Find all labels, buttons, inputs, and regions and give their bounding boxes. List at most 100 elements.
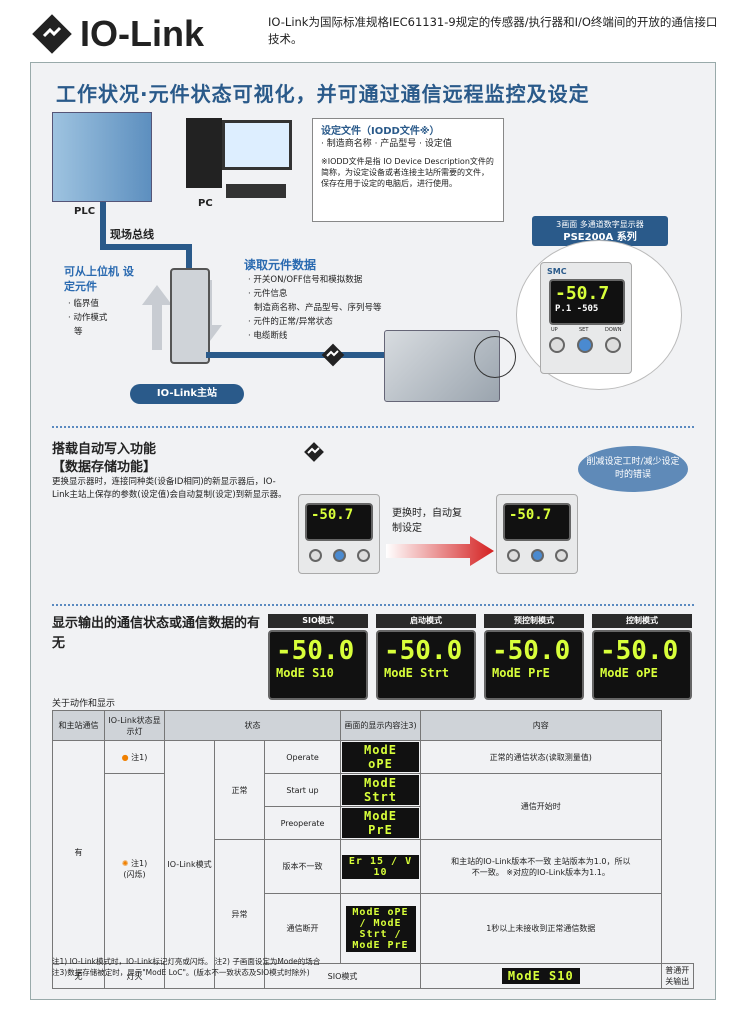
mode-lcd-startup-main: -50.0 (384, 636, 463, 666)
mode-lcd-sio-sub: ModE S10 (276, 666, 334, 680)
new-set-button (531, 549, 544, 562)
brand-name: IO-Link (80, 13, 204, 54)
mode-head-sio: SIO模式 (268, 614, 368, 628)
mode-lcd-operate: -50.0 ModE oPE (592, 630, 692, 700)
mode-lcd-startup: -50.0 ModE Strt (376, 630, 476, 700)
cell-content-startup: 通信开始时 (420, 773, 662, 840)
fieldbus-line-v2 (186, 244, 192, 270)
cell-content-version: 和主站的IO-Link版本不一致 主站版本为1.0，所以不一致。 ※对应的IO-… (420, 839, 662, 894)
fieldbus-label: 现场总线 (110, 228, 154, 241)
mode-head-operate: 控制模式 (592, 614, 692, 628)
cell-normal: 正常 (214, 740, 265, 840)
io-link-logo: IO-Link (30, 12, 204, 56)
btn-up-label: UP (551, 327, 558, 333)
cell-light-off: 灯灭 (104, 963, 165, 989)
iodd-items: · 制造商名称 · 产品型号 · 设定值 (321, 139, 452, 149)
iodd-title: 设定文件（IODD文件※） (321, 126, 440, 137)
product-device: SMC -50.7 P.1 -505 UP SET DOWN (540, 262, 632, 374)
product-lcd-sub: P.1 -505 (555, 304, 599, 314)
iodd-note: ※IODD文件是指 IO Device Description文件的简称，为设定… (321, 157, 494, 188)
cell-content-disconnect: 1秒以上未接收到正常通信数据 (420, 893, 662, 964)
cell-io-mode: IO-Link模式 (164, 740, 215, 989)
cell-disp-startup: ModE Strt (340, 773, 421, 807)
pc-label: PC (198, 198, 213, 209)
cell-state-preoperate: Preoperate (264, 806, 341, 840)
smc-logo: SMC (547, 267, 567, 276)
io-link-cable-icon (320, 342, 346, 372)
page-headline: 工作状况·元件状态可视化，并可通过通信远程监控及设定 (56, 82, 590, 106)
status-table: 和主站通信 IO-Link状态显示灯 状态 画面的显示内容注3) 内容 有 ● … (52, 710, 695, 989)
read-item-4: · 元件的正常/异常状态 (248, 317, 333, 327)
btn-set-label: SET (579, 327, 589, 333)
master-label: IO-Link主站 (156, 388, 218, 399)
auto-write-arrow-label: 更换时，自动复制设定 (392, 508, 462, 534)
cell-abnormal: 异常 (214, 839, 265, 989)
read-block-title: 读取元件数据 (244, 258, 317, 272)
old-display-lcd: -50.7 (305, 503, 373, 541)
old-set-button (333, 549, 346, 562)
plc-image (52, 112, 152, 202)
new-up-button (507, 549, 520, 562)
new-display-lcd: -50.7 (503, 503, 571, 541)
auto-write-subtitle: 【数据存储功能】 (52, 460, 157, 475)
product-lcd: -50.7 P.1 -505 (549, 279, 625, 325)
left-block-item-3: 等 (74, 327, 83, 337)
intro-text: IO-Link为国际标准规格IEC61131-9规定的传感器/执行器和I/O终端… (268, 15, 718, 46)
cell-state-version: 版本不一致 (264, 839, 341, 894)
cell-disp-disconnect: ModE oPE / ModE Strt / ModE PrE (340, 893, 421, 964)
th-content: 内容 (420, 710, 662, 741)
new-display: -50.7 (496, 494, 578, 574)
cell-disp-preoperate: ModE PrE (340, 806, 421, 840)
product-model: PSE200A 系列 (563, 232, 637, 243)
auto-write-desc: 更换显示器时，连接同种类(设备ID相同)的新显示器后，IO-Link主站上保存的… (52, 477, 287, 500)
read-item-1: · 开关ON/OFF信号和模拟数据 (248, 275, 363, 285)
fieldbus-line (100, 202, 106, 248)
cell-state-startup: Start up (264, 773, 341, 807)
io-link-diamond-icon (30, 12, 74, 56)
auto-write-link-icon (302, 440, 326, 468)
cell-disp-operate: ModE oPE (340, 740, 421, 774)
mode-head-preoperate: 预控制模式 (484, 614, 584, 628)
new-down-button (555, 549, 568, 562)
product-tag-text: 3画面 多通道数字显示器 (556, 220, 644, 229)
read-item-2: · 元件信息 (248, 289, 288, 299)
table-caption: 关于动作和显示 (52, 699, 116, 709)
mode-lcd-sio: -50.0 ModE S10 (268, 630, 368, 700)
mode-lcd-startup-sub: ModE Strt (384, 666, 450, 680)
up-button[interactable] (549, 337, 565, 353)
btn-down-label: DOWN (605, 327, 622, 333)
old-display: -50.7 (298, 494, 380, 574)
th-state: 状态 (164, 710, 341, 741)
section-divider-2 (52, 604, 694, 606)
th-display: 画面的显示内容注3) (340, 710, 421, 741)
io-link-cable (206, 352, 386, 358)
footnotes: 注1) IO-Link模式时，IO-Link标记灯亮或闪烁。 注2) 子画面设定… (52, 956, 320, 978)
iodd-box: 设定文件（IODD文件※） · 制造商名称 · 产品型号 · 设定值 ※IODD… (312, 118, 504, 222)
io-link-master-image (170, 268, 210, 364)
plc-label: PLC (74, 206, 96, 217)
mode-lcd-preoperate-sub: ModE PrE (492, 666, 550, 680)
cell-content-sio: 普通开关输出 (660, 963, 695, 989)
master-label-badge: IO-Link主站 (130, 384, 244, 404)
cell-content-operate: 正常的通信状态(读取测量值) (420, 740, 662, 774)
cell-disp-sio: ModE S10 (420, 963, 662, 989)
auto-write-title: 搭载自动写入功能 (52, 442, 157, 457)
mode-lcd-preoperate: -50.0 ModE PrE (484, 630, 584, 700)
left-block-item-2: · 动作模式 (68, 313, 108, 323)
mode-head-startup: 启动模式 (376, 614, 476, 628)
set-button[interactable] (577, 337, 593, 353)
section-divider-1 (52, 426, 694, 428)
fieldbus-line-h (100, 244, 192, 250)
footnote-2: 注3)数据存储被定时，显示"ModE LoC"。(版本不一致状态及SIO模式时除… (52, 968, 310, 977)
cell-light-on: ● 注1) (104, 740, 165, 774)
down-button[interactable] (605, 337, 621, 353)
comm-title: 显示输出的通信状态或通信数据的有无 (52, 616, 261, 651)
zoom-circle (474, 336, 516, 378)
cell-state-sio: SIO模式 (264, 963, 421, 989)
read-item-5: · 电缆断线 (248, 331, 288, 341)
read-item-3: 制造商名称、产品型号、序列号等 (254, 303, 382, 313)
cell-state-disconnect: 通信断开 (264, 893, 341, 964)
footnote-1: 注1) IO-Link模式时，IO-Link标记灯亮或闪烁。 注2) 子画面设定… (52, 957, 321, 966)
cell-light-blink: ✺ 注1)(闪烁) (104, 773, 165, 964)
left-block-item-1: · 临界值 (68, 299, 99, 309)
